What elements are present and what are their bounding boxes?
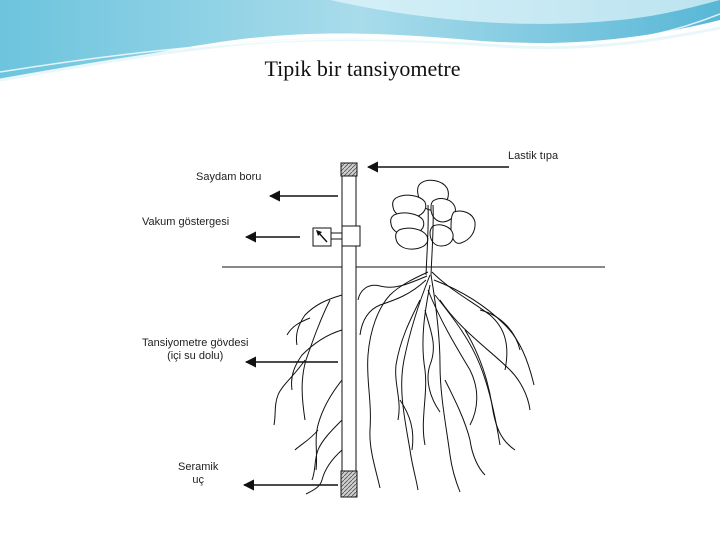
rubber-stopper-cap xyxy=(340,162,358,177)
tensiometer-tube xyxy=(330,162,361,498)
plant-stem xyxy=(425,204,434,276)
label-tensiometer-body-line2: (içi su dolu) xyxy=(167,350,224,362)
header-wave-decoration xyxy=(0,0,720,82)
plant-leaves xyxy=(390,179,476,250)
label-rubber-stopper: Lastik tıpa xyxy=(508,150,559,162)
label-vacuum-gauge: Vakum göstergesi xyxy=(142,216,230,228)
label-ceramic-tip: Seramik uç xyxy=(178,461,218,487)
vacuum-gauge-icon xyxy=(312,227,332,247)
label-tensiometer-body-line1: Tansiyometre gövdesi xyxy=(142,337,249,349)
label-clear-tube: Saydam boru xyxy=(196,171,262,183)
label-tensiometer-body: Tansiyometre gövdesi (içi su dolu) xyxy=(142,337,248,363)
ceramic-tip xyxy=(340,470,358,498)
label-ceramic-tip-line2: uç xyxy=(192,474,204,486)
label-ceramic-tip-line1: Seramik xyxy=(178,461,219,473)
slide-title: Tipik bir tansiyometre xyxy=(264,56,461,81)
plant-roots xyxy=(273,271,535,495)
gauge-connector xyxy=(341,225,361,247)
